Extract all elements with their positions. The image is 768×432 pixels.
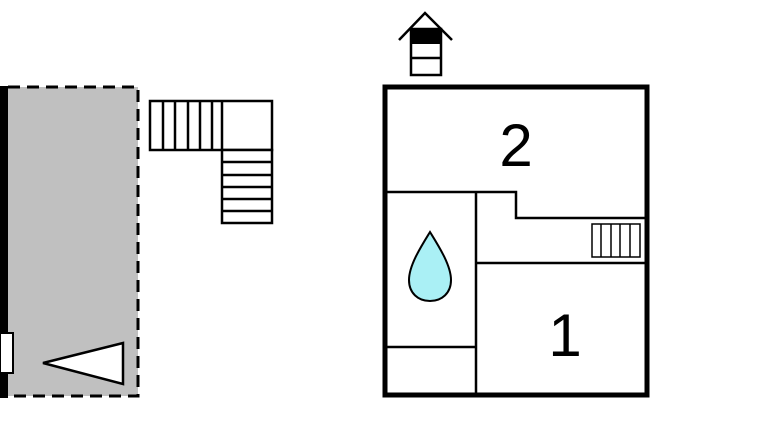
door: [0, 332, 14, 374]
room-label-1: 1: [548, 302, 581, 369]
water-drop-icon: [407, 230, 453, 303]
terrace: [0, 85, 140, 398]
wall-room-2: [385, 190, 647, 220]
chimney-icon: [398, 11, 453, 77]
terrace-dashed-border: [8, 85, 140, 398]
terrace-wall: [0, 86, 8, 398]
entrance-arrow-icon: [42, 341, 125, 386]
stairs-icon: [591, 223, 641, 258]
stairs-icon: [148, 99, 274, 225]
room-label-2: 2: [499, 112, 532, 179]
